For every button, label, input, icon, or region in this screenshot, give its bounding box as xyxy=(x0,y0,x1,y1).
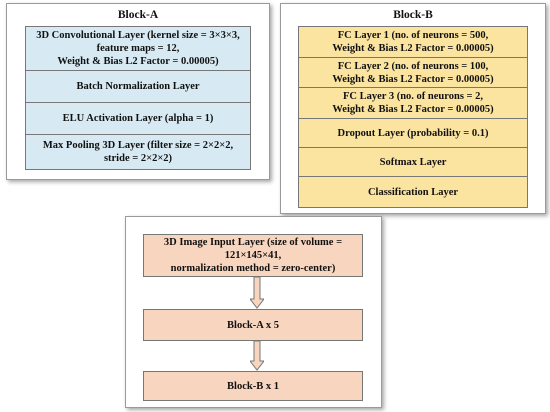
flow-arrow-1 xyxy=(250,277,264,309)
block-b-title: Block-B xyxy=(393,9,433,21)
pipeline-panel: 3D Image Input Layer (size of volume = 1… xyxy=(125,216,382,408)
softmax-layer: Softmax Layer xyxy=(298,148,528,177)
max-pooling-3d-layer: Max Pooling 3D Layer (filter size = 2×2×… xyxy=(25,135,251,170)
block-a-repeat-step: Block-A x 5 xyxy=(143,309,363,341)
flow-arrow-2 xyxy=(250,341,264,371)
fc-layer-1: FC Layer 1 (no. of neurons = 500, Weight… xyxy=(298,26,528,58)
classification-layer: Classification Layer xyxy=(298,177,528,208)
fc-layer-3: FC Layer 3 (no. of neurons = 2, Weight &… xyxy=(298,88,528,119)
batch-norm-layer: Batch Normalization Layer xyxy=(25,71,251,103)
image-input-layer: 3D Image Input Layer (size of volume = 1… xyxy=(143,234,363,277)
dropout-layer: Dropout Layer (probability = 0.1) xyxy=(298,119,528,148)
block-b-repeat-step: Block-B x 1 xyxy=(143,371,363,401)
fc-layer-2: FC Layer 2 (no. of neurons = 100, Weight… xyxy=(298,58,528,88)
block-a-layer-stack: 3D Convolutional Layer (kernel size = 3×… xyxy=(25,26,251,170)
block-a-title: Block-A xyxy=(117,9,159,21)
block-a-panel: Block-A 3D Convolutional Layer (kernel s… xyxy=(6,3,270,180)
block-b-layer-stack: FC Layer 1 (no. of neurons = 500, Weight… xyxy=(298,26,528,208)
conv3d-layer: 3D Convolutional Layer (kernel size = 3×… xyxy=(25,26,251,71)
elu-activation-layer: ELU Activation Layer (alpha = 1) xyxy=(25,103,251,135)
block-b-panel: Block-B FC Layer 1 (no. of neurons = 500… xyxy=(280,3,546,214)
